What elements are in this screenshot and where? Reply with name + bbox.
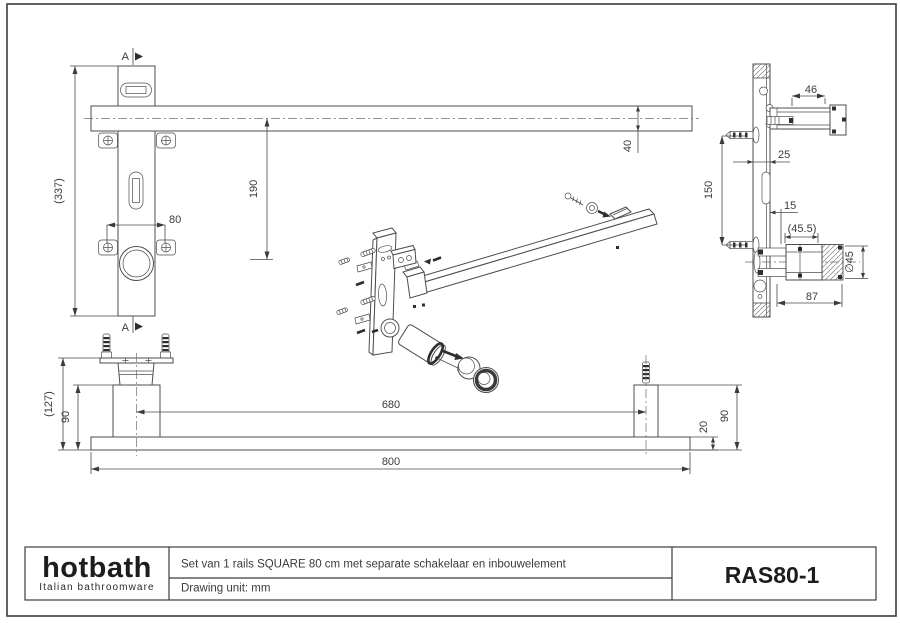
dim-rail-to-switch: 190 (248, 118, 273, 260)
dim-switch-diameter-label: ∅45 (844, 251, 856, 273)
dim-hole-spacing-label: 80 (169, 214, 181, 226)
dim-hole-spacing: 80 (106, 214, 181, 243)
mounting-ears-upper (98, 132, 176, 149)
dim-overall-depth-label: (127) (43, 391, 55, 417)
anchor-stud (160, 333, 171, 359)
switch-assembly-side (745, 244, 860, 281)
section-label-top: A (122, 51, 130, 63)
dim-switch-diameter: ∅45 (844, 245, 868, 279)
dim-post-height-right: 90 (658, 384, 742, 451)
rail-bracket-side (766, 104, 847, 136)
dim-plate-offset-label: 25 (778, 149, 790, 161)
dim-rail-height: 40 (622, 106, 640, 153)
dim-rail-depth-label: 20 (698, 421, 710, 433)
rail-bottom (90, 436, 691, 451)
brand-name: hotbath (42, 552, 152, 584)
plate-mid-slot (128, 171, 144, 210)
dim-rail-length-label: 800 (382, 456, 400, 468)
exploded-rail (402, 208, 658, 299)
dim-post-height-right-label: 90 (719, 410, 731, 422)
side-view-dimensions: 46 25 150 15 (45.5) ∅45 (703, 84, 868, 307)
dim-post-spacing-label: 680 (382, 399, 400, 411)
dim-switch-plate-gap-label: 15 (784, 200, 796, 212)
dim-post-spacing: 680 (136, 399, 646, 415)
section-marker-a-top: A (122, 48, 143, 65)
anchor-stud (101, 333, 112, 359)
brand-tagline: Italian bathroomware (39, 582, 154, 593)
product-code: RAS80-1 (725, 562, 820, 588)
exploded-trim-rings (457, 356, 499, 393)
title-block: hotbath Italian bathroomware Set van 1 r… (24, 546, 877, 601)
dim-rail-to-switch-label: 190 (248, 180, 260, 198)
drawing-unit: Drawing unit: mm (181, 583, 270, 595)
exploded-switch-cylinder (398, 324, 464, 371)
exploded-rail-bracket (609, 206, 632, 220)
bottom-view-dimensions: (127) 90 680 800 20 90 (43, 357, 742, 474)
dim-rail-length: 800 (90, 452, 691, 474)
wall-anchor-screw-upper (725, 126, 760, 144)
dim-switch-body-length: (45.5) (784, 223, 819, 243)
brand-logo: hotbath Italian bathroomware (39, 552, 154, 593)
dim-anchor-spacing: 150 (703, 135, 745, 246)
dim-rail-depth: 20 (690, 421, 718, 451)
plate-top-slot (120, 82, 152, 98)
dim-bracket-inset-label: 46 (805, 84, 817, 96)
dim-post-height-left-label: 90 (60, 411, 72, 423)
dim-switch-plate-gap: 15 (770, 200, 798, 244)
dim-switch-overall-length-label: 87 (806, 291, 818, 303)
switch-opening-front (119, 246, 154, 281)
section-label-bottom: A (122, 322, 130, 334)
dim-switch-overall-length: 87 (776, 284, 843, 307)
drawing-frame (6, 3, 897, 617)
dim-post-height-left: 90 (60, 384, 113, 450)
dim-bracket-inset: 46 (791, 84, 826, 106)
exploded-wall-screws (336, 248, 376, 315)
side-view (725, 63, 860, 318)
dim-switch-body-length-label: (45.5) (788, 223, 817, 235)
product-description: Set van 1 rails SQUARE 80 cm met separat… (181, 559, 567, 571)
dim-overall-height: (337) (53, 65, 118, 317)
section-marker-a-bottom: A (122, 316, 143, 334)
front-view-dimensions: (337) 190 80 40 (53, 65, 640, 317)
mounting-ears-lower (98, 239, 176, 256)
assembly-arrows (355, 246, 619, 335)
mounting-plate-side (752, 63, 774, 318)
front-view: A A (84, 48, 699, 334)
right-post (633, 355, 659, 456)
dim-overall-depth: (127) (43, 357, 100, 451)
exploded-screw-washer (564, 192, 611, 218)
exploded-view (336, 192, 658, 393)
dim-plate-offset: 25 (733, 149, 790, 164)
dim-overall-height-label: (337) (53, 178, 65, 204)
dim-rail-height-label: 40 (622, 140, 634, 152)
dim-anchor-spacing-label: 150 (703, 181, 715, 199)
